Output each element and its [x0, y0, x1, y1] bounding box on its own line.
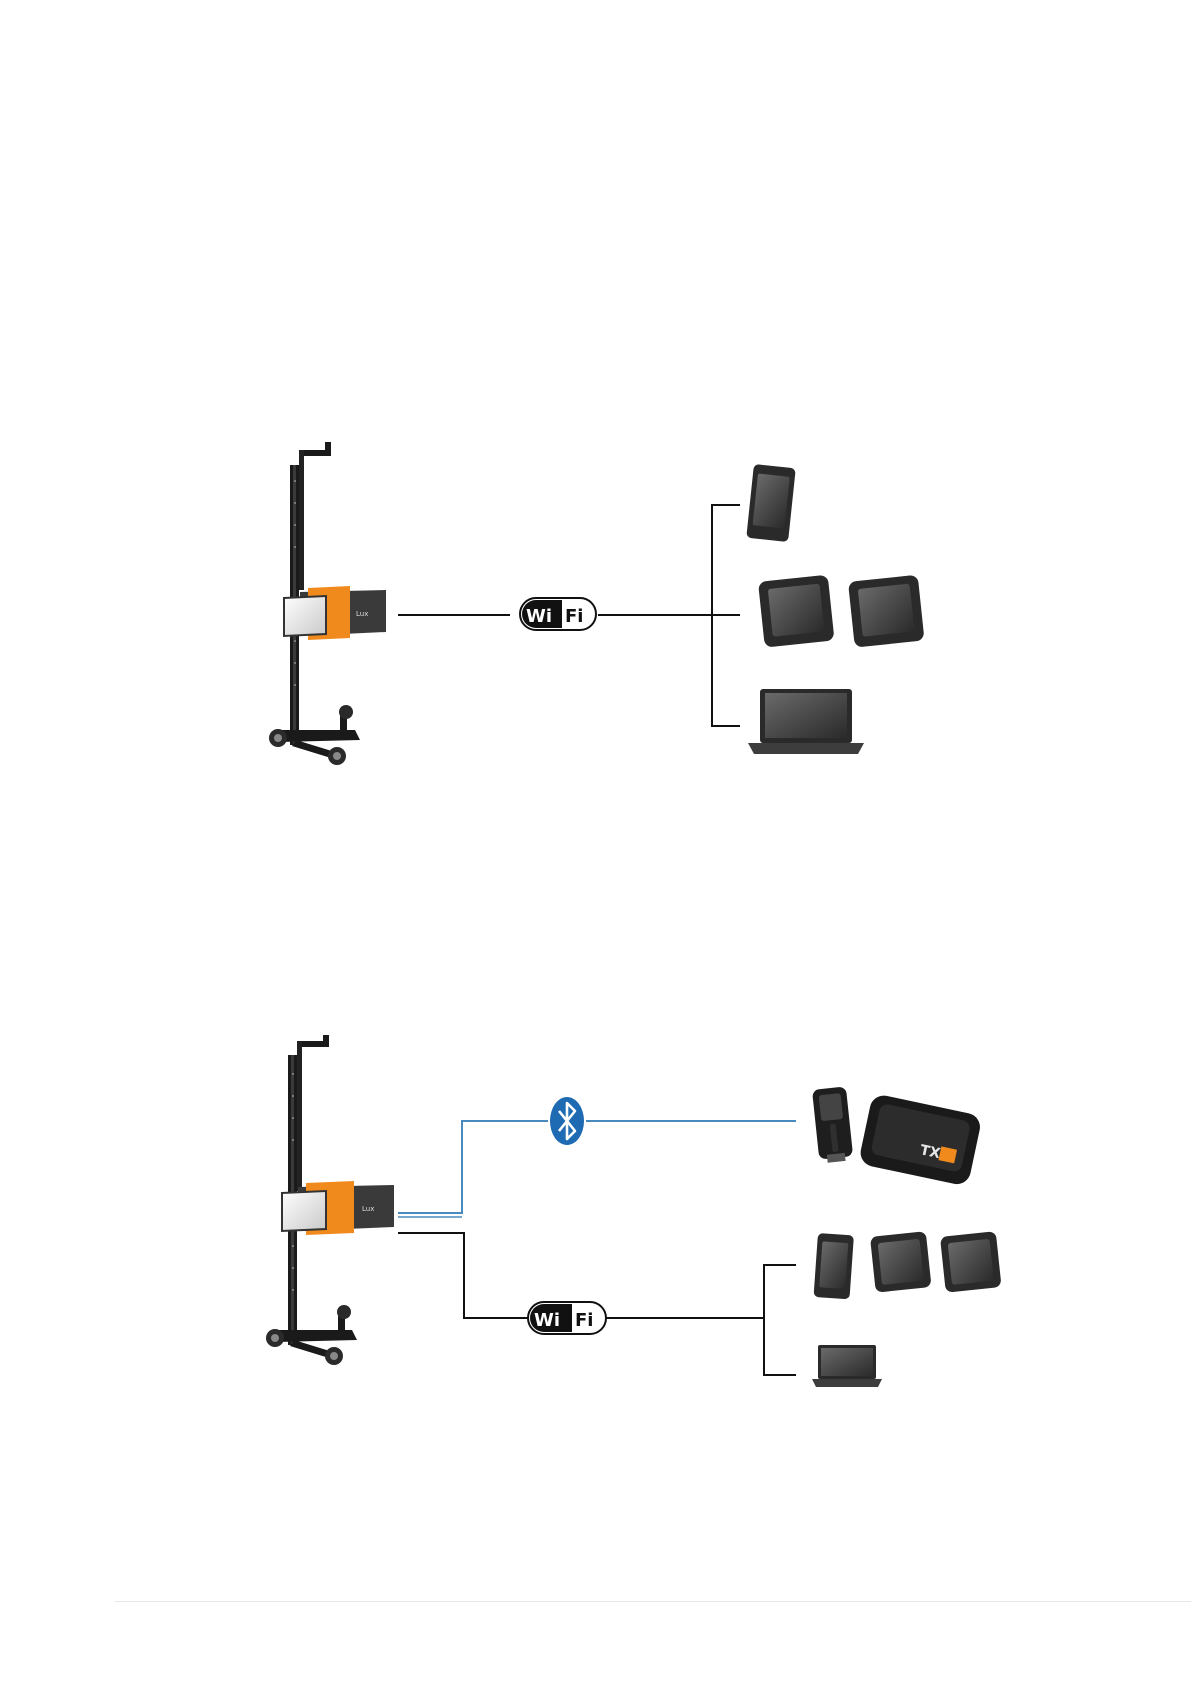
laptop-screen — [765, 693, 847, 738]
rugged-tablet-screen — [878, 1239, 924, 1285]
rugged-tablet-screen — [768, 584, 825, 637]
wifi-badge: Wi Fi — [520, 598, 596, 630]
bluetooth-wifi-connection-diagram: Lux Wi Fi — [0, 1035, 1191, 1405]
wheel-back — [339, 705, 353, 719]
stand-base — [275, 730, 360, 742]
laptop-keyboard — [748, 743, 864, 754]
optical-box-lens — [284, 596, 326, 636]
wifi-badge-right-text: Fi — [575, 1310, 593, 1331]
optical-box-lens — [282, 1191, 326, 1231]
tablet-screen — [819, 1241, 848, 1289]
optical-box-label: Lux — [356, 610, 368, 618]
tablet-device — [814, 1233, 854, 1299]
headlight-tester: Lux — [269, 442, 386, 765]
link-tester-to-bluetooth — [398, 1121, 548, 1213]
rugged-tablet-device — [758, 575, 835, 648]
link-tester-to-wifi — [398, 1233, 528, 1318]
footer-divider — [115, 1601, 1191, 1602]
rugged-tablet-device-2 — [848, 575, 925, 648]
rugged-tablet-device-2 — [940, 1231, 1002, 1293]
bluetooth-badge — [550, 1097, 584, 1145]
wifi-connection-diagram: Lux Wi Fi — [0, 440, 1191, 770]
stand-top-hook — [325, 442, 331, 456]
laptop-device — [812, 1345, 882, 1387]
tablet-device — [746, 464, 796, 542]
diagram-1-svg: Lux Wi Fi — [0, 440, 1191, 770]
rugged-tablet-screen-2 — [858, 584, 915, 637]
wifi-badge-left-text: Wi — [534, 1310, 560, 1331]
rugged-tablet-device — [870, 1231, 932, 1293]
wifi-badge-right-text: Fi — [565, 606, 583, 627]
laptop-keyboard — [812, 1379, 882, 1387]
tablet-screen — [753, 473, 790, 528]
device-bracket — [764, 1265, 796, 1375]
diagram-2-svg: Lux Wi Fi — [0, 1035, 1191, 1405]
stand-top-hook — [323, 1035, 329, 1047]
vci-dongle-device — [812, 1086, 854, 1163]
stand-rail — [299, 450, 304, 590]
rugged-tablet-screen-2 — [948, 1239, 994, 1285]
headlight-tester: Lux — [266, 1035, 394, 1365]
laptop-screen — [821, 1348, 873, 1376]
wifi-badge-left-text: Wi — [526, 606, 552, 627]
stand-rail — [297, 1041, 302, 1191]
laptop-device — [748, 689, 864, 754]
wifi-badge: Wi Fi — [528, 1302, 606, 1334]
vci-dongle-face — [819, 1093, 844, 1121]
wheel-back — [337, 1305, 351, 1319]
txt-interface-device: TXT — [858, 1093, 983, 1187]
optical-box-label: Lux — [362, 1205, 374, 1213]
